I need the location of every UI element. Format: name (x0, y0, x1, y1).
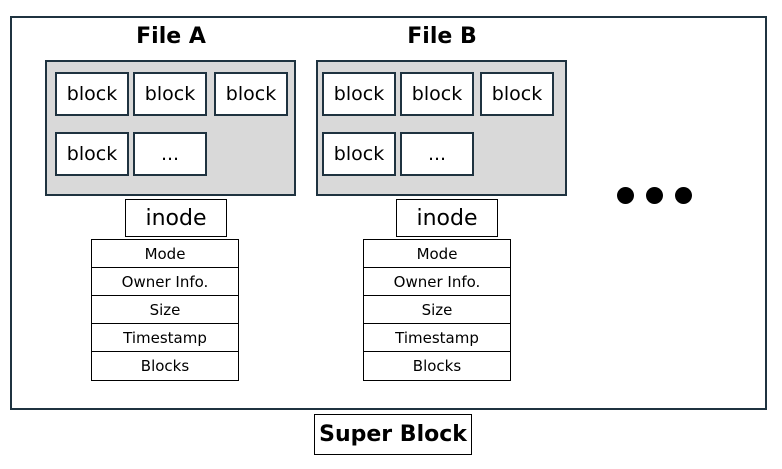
inode-field-owner-info: Owner Info. (364, 268, 510, 296)
super-block-label: Super Block (314, 414, 472, 455)
file-b-block-1: block (322, 72, 396, 116)
file-a-block-1: block (55, 72, 129, 116)
more-files-dot-3 (675, 187, 692, 204)
inode-field-mode: Mode (92, 240, 238, 268)
file-a-title: File A (136, 24, 206, 49)
inode-field-blocks: Blocks (140, 357, 190, 375)
inode-field-timestamp: Timestamp (92, 324, 238, 352)
file-b-block-ellipsis: ... (400, 132, 474, 176)
file-b-title: File B (407, 24, 477, 49)
inode-field-blocks: Blocks (412, 357, 462, 375)
file-b-block-3: block (480, 72, 554, 116)
file-a-inode-label: inode (125, 199, 227, 237)
file-b-block-4: block (322, 132, 396, 176)
file-a-block-4: block (55, 132, 129, 176)
inode-field-owner-info: Owner Info. (92, 268, 238, 296)
inode-field-mode: Mode (364, 240, 510, 268)
more-files-dot-1 (617, 187, 634, 204)
file-a-inode-table: Mode Owner Info. Size Timestamp Blocks (91, 239, 239, 381)
inode-field-timestamp: Timestamp (364, 324, 510, 352)
inode-field-size: Size (92, 296, 238, 324)
file-b-inode-label: inode (396, 199, 498, 237)
file-b-block-2: block (400, 72, 474, 116)
file-a-block-ellipsis: ... (133, 132, 207, 176)
inode-field-size: Size (364, 296, 510, 324)
file-a-block-3: block (214, 72, 288, 116)
file-b-inode-table: Mode Owner Info. Size Timestamp Blocks (363, 239, 511, 381)
more-files-dot-2 (646, 187, 663, 204)
file-a-block-2: block (133, 72, 207, 116)
